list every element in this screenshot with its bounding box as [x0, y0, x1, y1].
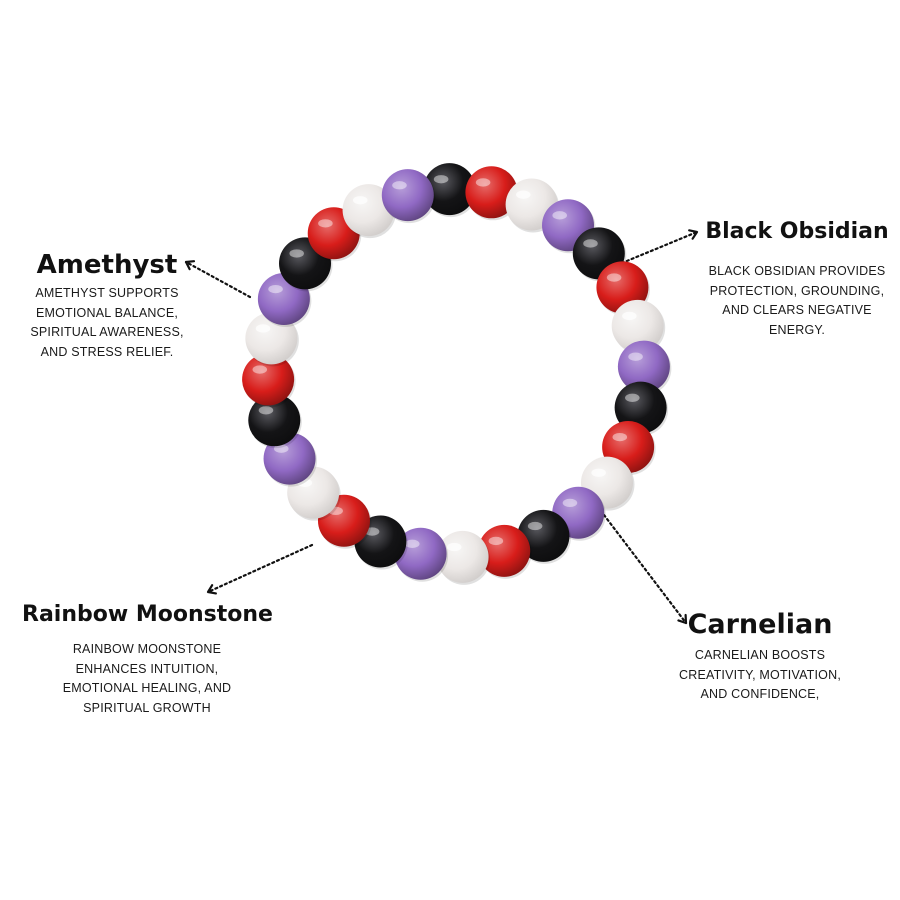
amethyst-description: AMETHYST SUPPORTS EMOTIONAL BALANCE, SPI…	[10, 284, 204, 362]
carnelian-bead	[478, 524, 532, 579]
description-line: ENHANCES INTUITION,	[75, 661, 219, 676]
description-line: EMOTIONAL BALANCE,	[35, 305, 179, 320]
black-obsidian-title: Black Obsidian	[705, 219, 889, 244]
callout-black-obsidian: Black Obsidian BLACK OBSIDIAN PROVIDES P…	[690, 216, 900, 340]
callout-rainbow-moonstone: Rainbow Moonstone RAINBOW MOONSTONE ENHA…	[22, 600, 273, 718]
black-obsidian-bead	[248, 394, 302, 449]
description-line: AND CONFIDENCE,	[700, 687, 820, 701]
description-line: RAINBOW MOONSTONE	[72, 642, 222, 656]
callout-carnelian: Carnelian CARNELIAN BOOSTS CREATIVITY, M…	[662, 608, 858, 705]
pointer-arrows	[184, 229, 699, 625]
description-line: SPIRITUAL GROWTH	[83, 700, 211, 715]
amethyst-bead	[381, 169, 436, 224]
description-line: EMOTIONAL HEALING, AND	[62, 681, 232, 695]
description-line: BLACK OBSIDIAN PROVIDES	[708, 264, 886, 278]
arrow-to-rainbow-moonstone	[206, 543, 314, 595]
description-line: AMETHYST SUPPORTS	[35, 286, 179, 300]
black-obsidian-bead	[423, 163, 477, 218]
arrow-to-amethyst	[184, 260, 252, 299]
rainbow-moonstone-title: Rainbow Moonstone	[22, 602, 273, 627]
amethyst-bead	[617, 340, 672, 395]
description-line: CARNELIAN BOOSTS	[694, 648, 826, 662]
black-obsidian-bead	[517, 509, 571, 564]
description-line: AND CLEARS NEGATIVE	[722, 303, 872, 317]
description-line: PROTECTION, GROUNDING,	[709, 283, 885, 298]
description-line: ENERGY.	[768, 322, 826, 337]
amethyst-title: Amethyst	[36, 250, 178, 280]
carnelian-bead	[242, 353, 296, 408]
bracelet-beads	[242, 163, 672, 585]
black-obsidian-description: BLACK OBSIDIAN PROVIDES PROTECTION, GROU…	[690, 262, 900, 340]
carnelian-title: Carnelian	[687, 609, 833, 640]
description-line: AND STRESS RELIEF.	[40, 344, 174, 359]
rainbow-moonstone-bead	[611, 299, 666, 354]
arrow-to-carnelian	[602, 513, 688, 625]
amethyst-bead	[394, 527, 449, 582]
carnelian-description: CARNELIAN BOOSTS CREATIVITY, MOTIVATION,…	[662, 646, 858, 705]
rainbow-moonstone-description: RAINBOW MOONSTONE ENHANCES INTUITION, EM…	[47, 640, 247, 718]
description-line: SPIRITUAL AWARENESS,	[30, 325, 184, 339]
description-line: CREATIVITY, MOTIVATION,	[678, 667, 842, 682]
rainbow-moonstone-bead	[436, 530, 491, 585]
arrow-to-black-obsidian	[620, 229, 699, 265]
callout-amethyst: Amethyst AMETHYST SUPPORTS EMOTIONAL BAL…	[10, 248, 204, 362]
rainbow-moonstone-bead	[245, 312, 299, 367]
